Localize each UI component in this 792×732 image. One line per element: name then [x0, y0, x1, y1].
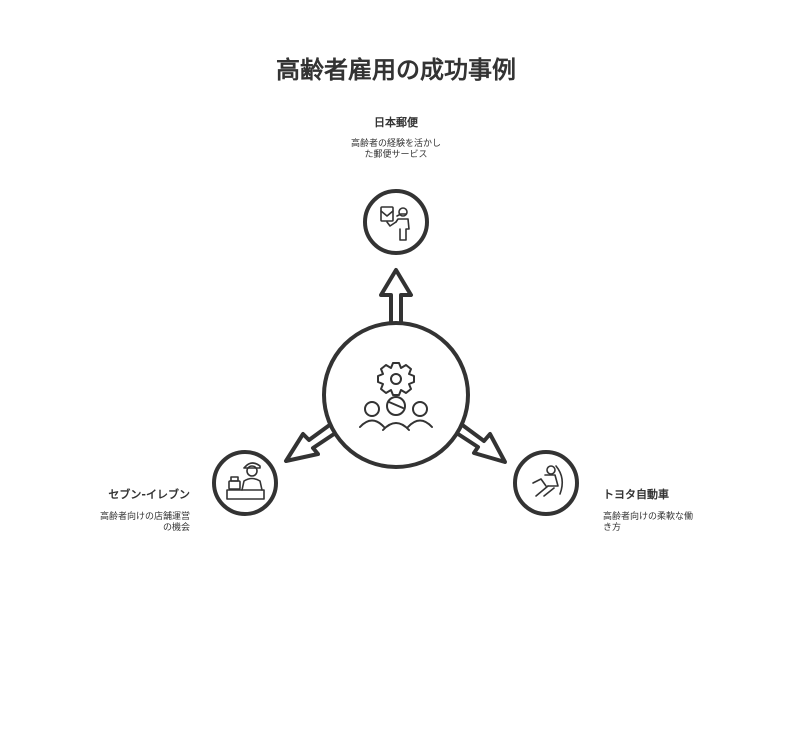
node-description-toyota: 高齢者向けの柔軟な働 き方 — [603, 512, 711, 534]
description-line: 高齢者向けの柔軟な働 — [603, 512, 694, 522]
relaxing-chair-icon — [532, 465, 564, 497]
store-clerk-icon — [226, 462, 265, 500]
gear-and-people-icon — [359, 362, 433, 431]
node-description-japan-post: 高齢者の経験を活かし た郵便サービス — [330, 139, 462, 161]
description-line: の機会 — [162, 523, 190, 533]
node-circle-seven-eleven — [212, 450, 278, 516]
arrow-left — [284, 422, 339, 463]
node-label-toyota: トヨタ自動車 — [603, 488, 669, 501]
description-line: 高齢者向けの店舗運営 — [99, 512, 190, 522]
description-line: た郵便サービス — [364, 150, 428, 160]
mail-carrier-icon — [380, 206, 410, 241]
node-circle-toyota — [513, 450, 579, 516]
diagram-title: 高齢者雇用の成功事例 — [276, 56, 516, 84]
node-description-seven-eleven: 高齢者向けの店舗運営 の機会 — [60, 512, 190, 534]
description-line: 高齢者の経験を活かし — [350, 139, 441, 149]
node-label-seven-eleven: セブン-イレブン — [108, 488, 190, 501]
description-line: き方 — [603, 523, 622, 533]
arrow-right — [453, 422, 507, 464]
node-label-japan-post: 日本郵便 — [374, 116, 418, 129]
